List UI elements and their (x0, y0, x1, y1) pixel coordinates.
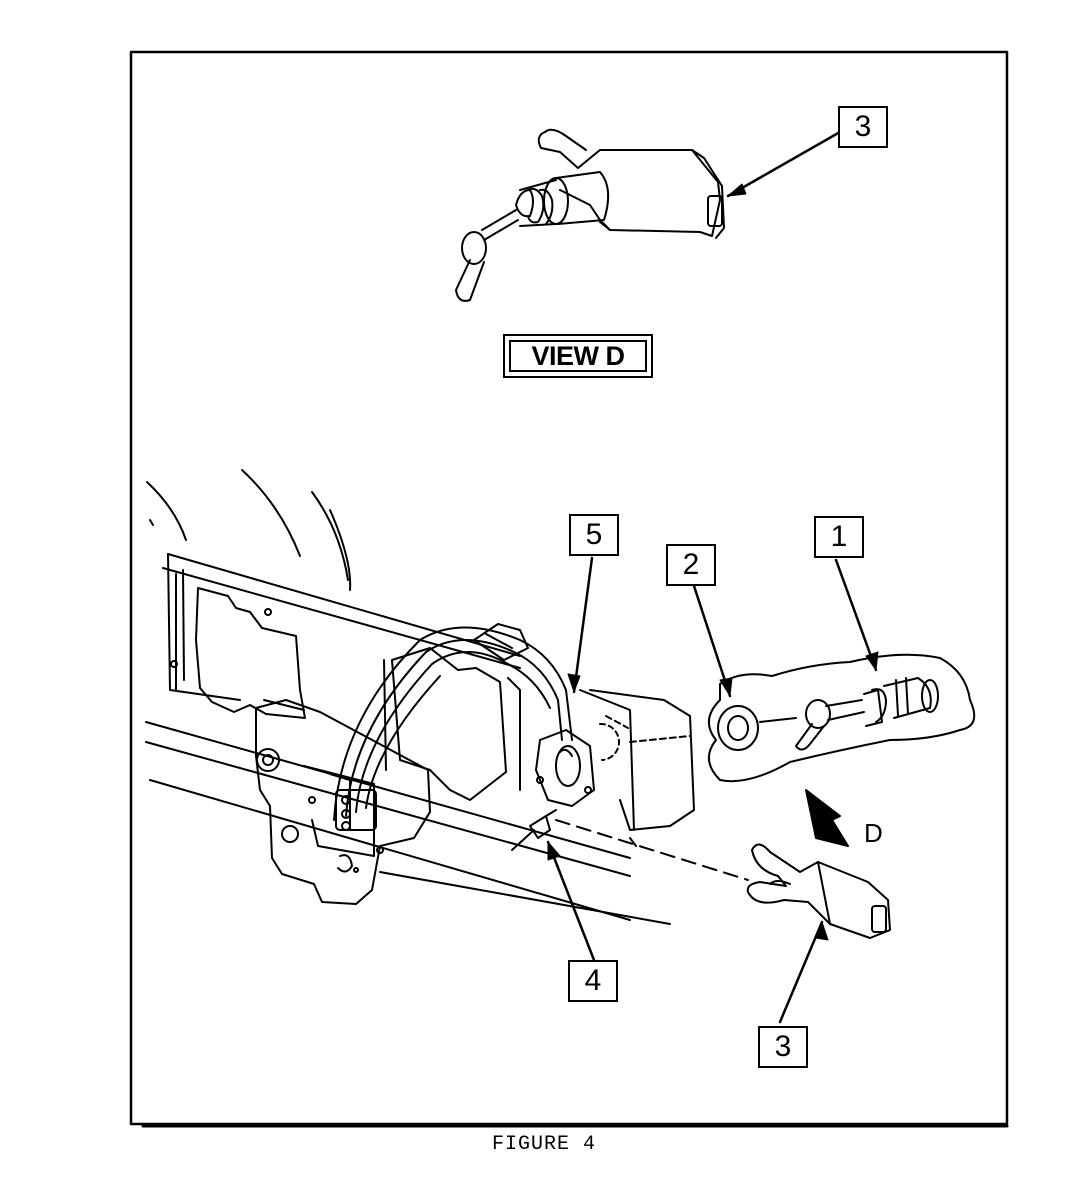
view-direction-arrow (805, 789, 849, 847)
rivet (511, 809, 749, 881)
view-d-label-box: VIEW D (503, 334, 653, 378)
view-d-label: VIEW D (509, 340, 647, 372)
arrowheads (547, 183, 879, 941)
wiring-harness (333, 623, 573, 821)
deck-lid-panel (145, 469, 695, 925)
callout-4: 4 (568, 960, 618, 1002)
callout-3-bottom: 3 (758, 1026, 808, 1068)
figure-caption: FIGURE 4 (491, 1133, 596, 1156)
latch-assembly (255, 699, 431, 905)
callout-1: 1 (814, 516, 864, 558)
view-d-lock-assembly (455, 128, 725, 302)
callout-3-top: 3 (838, 106, 888, 148)
callout-2: 2 (666, 544, 716, 586)
lock-retainer (746, 843, 891, 939)
lock-cylinder-exploded (708, 653, 976, 783)
direction-label: D (864, 818, 883, 848)
lock-switch-connector (535, 729, 595, 807)
callout-5: 5 (569, 514, 619, 556)
leader-lines (546, 130, 878, 1024)
figure-frame (129, 50, 1009, 1126)
